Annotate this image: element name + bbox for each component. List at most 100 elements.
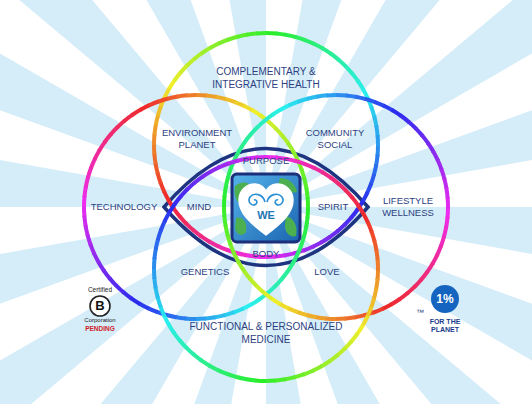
region-label: ™ (416, 308, 424, 318)
region-label: GENETICS (181, 266, 230, 278)
rainbow-arc (87, 235, 90, 246)
rainbow-arc (368, 222, 372, 232)
rainbow-arc (399, 293, 408, 300)
rainbow-arc (322, 48, 331, 54)
rainbow-arc (180, 189, 188, 197)
rainbow-arc (307, 96, 318, 98)
rainbow-arc (313, 167, 323, 172)
rainbow-arc (219, 39, 229, 43)
rainbow-arc (84, 186, 86, 197)
rainbow-arc (157, 297, 160, 308)
rainbow-arc (376, 126, 377, 137)
rainbow-arc (214, 315, 225, 317)
rainbow-arc (351, 333, 358, 342)
rainbow-arc (225, 99, 236, 102)
rainbow-arc (338, 59, 346, 67)
rainbow-arc (306, 197, 310, 208)
region-label: PENDING (85, 325, 115, 333)
rainbow-arc (164, 88, 169, 98)
globe-icon (230, 172, 302, 244)
rainbow-arc (446, 217, 448, 228)
rainbow-arc (117, 120, 125, 128)
region-label: Corporation (84, 317, 115, 325)
rainbow-arc (193, 354, 202, 361)
rainbow-arc (202, 171, 212, 177)
rainbow-arc (230, 244, 234, 254)
rainbow-arc (304, 178, 306, 189)
rainbow-arc (94, 253, 99, 263)
region-label: COMMUNITY SOCIAL (290, 127, 380, 151)
rainbow-arc (164, 212, 169, 222)
rainbow-arc (446, 197, 450, 208)
continent (235, 218, 246, 235)
rainbow-arc (179, 340, 187, 348)
rainbow-arc (239, 142, 245, 151)
rainbow-arc (210, 43, 220, 48)
rainbow-arc (204, 317, 215, 318)
rainbow-arc (374, 240, 376, 251)
rainbow-arc (365, 99, 376, 102)
rainbow-arc (438, 160, 442, 170)
rainbow-arc (245, 379, 256, 381)
rainbow-arc (167, 96, 178, 98)
rainbow-arc (301, 169, 304, 180)
rainbow-arc (152, 134, 157, 145)
rainbow-arc (161, 220, 165, 230)
rainbow-arc (238, 262, 244, 272)
rainbow-arc (155, 163, 157, 174)
rainbow-arc (158, 105, 161, 116)
rainbow-arc (371, 174, 374, 185)
heart (239, 184, 293, 235)
rainbow-arc (209, 365, 219, 370)
rainbow-arc (152, 268, 156, 279)
rainbow-arc (226, 374, 237, 377)
rainbow-arc (371, 231, 374, 242)
eye-outline (164, 149, 368, 266)
rainbow-arc (123, 292, 132, 299)
rainbow-arc (321, 237, 331, 243)
rainbow-arc (376, 259, 380, 270)
rainbow-arc (376, 155, 378, 166)
region-label: PLANET (431, 326, 459, 335)
rainbow-arc (382, 304, 392, 309)
rainbow-arc (267, 286, 275, 294)
rainbow-arc (177, 95, 188, 96)
rainbow-arc (158, 98, 169, 101)
rainbow-arc (415, 128, 423, 136)
rainbow-arc (276, 33, 287, 35)
rainbow-arc (303, 371, 313, 375)
region-label: B (95, 298, 104, 314)
rainbow-arc (287, 308, 297, 312)
rainbow-arc (330, 177, 339, 184)
rainbow-arc (149, 101, 159, 105)
region-label: ENVIRONMENT PLANET (152, 127, 242, 151)
rainbow-arc (371, 298, 374, 309)
rainbow-arc (243, 105, 253, 110)
rainbow-arc (252, 110, 261, 116)
rainbow-arc (217, 246, 227, 250)
rainbow-arc (224, 186, 226, 197)
region-label: BODY (253, 248, 280, 260)
rainbow-arc (357, 325, 363, 334)
rainbow-arc (180, 65, 188, 73)
rainbow-arc (168, 324, 174, 334)
rainbow-arc (322, 172, 331, 178)
rainbow-arc (391, 299, 401, 305)
continent (285, 216, 297, 236)
rainbow-arc (193, 230, 202, 237)
rainbow-arc (82, 206, 86, 217)
rainbow-arc (206, 95, 217, 97)
rainbow-arc (362, 192, 367, 202)
rainbow-arc (274, 279, 282, 287)
rainbow-arc (173, 332, 180, 341)
swirl (267, 194, 283, 205)
rainbow-arc (222, 196, 227, 207)
rainbow-arc (154, 277, 155, 288)
rainbow-arc (303, 247, 313, 251)
rainbow-arc (287, 263, 293, 272)
rainbow-arc (169, 80, 175, 89)
region-label: FOR THE (430, 318, 461, 327)
rainbow-arc (292, 254, 297, 264)
rainbow-arc (234, 253, 239, 263)
rainbow-arc (160, 306, 164, 316)
